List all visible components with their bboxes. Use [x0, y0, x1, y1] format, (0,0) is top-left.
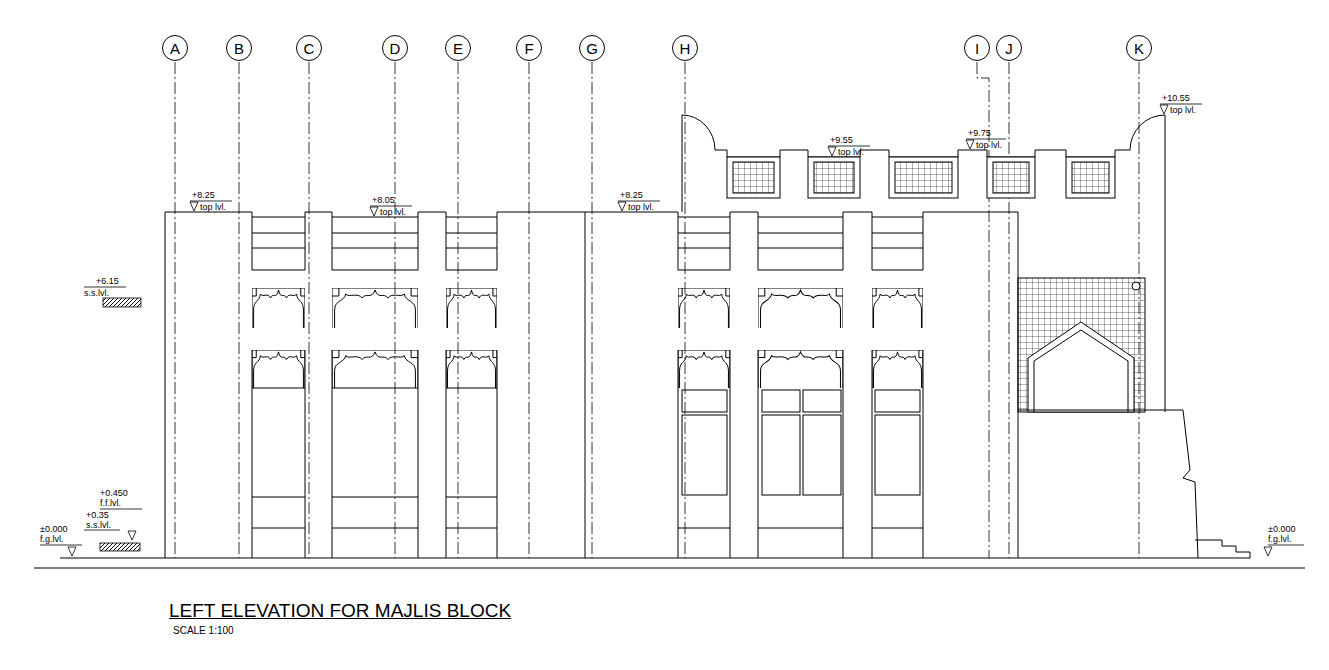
grid-letter: D: [390, 41, 401, 56]
level-label: f.g.lvl.: [40, 534, 64, 544]
level-label: top lvl.: [380, 207, 406, 217]
grid-bubble: D: [382, 35, 408, 61]
level-label: +8.25: [192, 190, 215, 200]
level-label: top lvl.: [1170, 105, 1196, 115]
level-label: +10.55: [1162, 93, 1190, 103]
grid-letter: A: [170, 41, 180, 56]
level-label: s.s.lvl.: [86, 520, 111, 530]
level-label: top lvl.: [628, 202, 654, 212]
level-label: f.g.lvl.: [1268, 534, 1292, 544]
grid-bubble: C: [296, 35, 322, 61]
level-label: top lvl.: [976, 140, 1002, 150]
grid-letter: G: [586, 41, 598, 56]
grid-letter: K: [1134, 41, 1144, 56]
level-label: +8.25: [620, 190, 643, 200]
level-label: top lvl.: [200, 202, 226, 212]
level-label: f.f.lvl.: [100, 498, 121, 508]
level-label: top lvl.: [838, 147, 864, 157]
grid-bubble: J: [996, 35, 1022, 61]
grid-letter: F: [524, 41, 533, 56]
grid-bubble: I: [964, 35, 990, 61]
grid-bubble: K: [1126, 35, 1152, 61]
grid-bubble: E: [445, 35, 471, 61]
scale-note: SCALE 1:100: [173, 625, 234, 637]
grid-letter: B: [234, 41, 244, 56]
grid-bubble: G: [579, 35, 605, 61]
grid-letter: I: [975, 41, 979, 56]
grid-bubble: B: [226, 35, 252, 61]
grid-letter: C: [304, 41, 315, 56]
level-label: +0.35: [86, 510, 109, 520]
level-label: +6.15: [96, 276, 119, 286]
grid-bubble: A: [162, 35, 188, 61]
level-label: s.s.lvl.: [84, 288, 109, 298]
grid-bubble: F: [516, 35, 542, 61]
grid-bubble: H: [672, 35, 698, 61]
level-label: ±0.000: [40, 524, 67, 534]
drawing-title: LEFT ELEVATION FOR MAJLIS BLOCK: [169, 600, 511, 622]
level-label: ±0.000: [1268, 524, 1295, 534]
level-label: +9.75: [968, 128, 991, 138]
grid-letter: H: [680, 41, 691, 56]
level-label: +9.55: [830, 135, 853, 145]
grid-letter: J: [1005, 41, 1013, 56]
grid-letter: E: [453, 41, 463, 56]
level-label: +0.450: [100, 488, 128, 498]
level-label: +8.05: [372, 195, 395, 205]
